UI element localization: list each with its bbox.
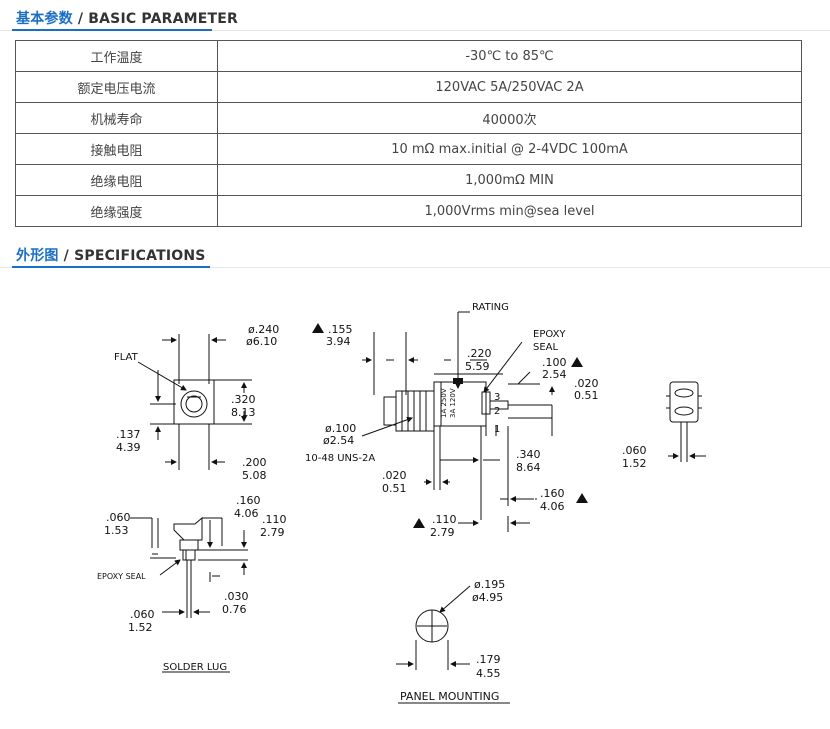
specifications-title-en: SPECIFICATIONS — [74, 248, 206, 264]
side-terminal-in: .160 — [540, 487, 565, 500]
side-base-in: .020 — [382, 469, 407, 482]
section-divider — [0, 30, 830, 31]
param-label: 工作温度 — [15, 40, 218, 72]
case-marking-1: 1A 250V — [440, 388, 448, 418]
revision-triangle-icon — [413, 518, 425, 528]
param-label: 机械寿命 — [15, 102, 218, 134]
front-dia-mm: ø6.10 — [246, 335, 277, 348]
side-length-in: .220 — [467, 347, 492, 360]
front-side-in: .137 — [116, 428, 141, 441]
side-bushing-mm: 3.94 — [326, 335, 351, 348]
front-height-mm: 8.13 — [231, 406, 256, 419]
side-lug-in: .100 — [542, 356, 567, 369]
side-pin-in: .020 — [574, 377, 599, 390]
panel-width-mm: 4.55 — [476, 667, 501, 680]
solder-lug-view — [130, 516, 248, 673]
side-epoxy-1: EPOXY — [533, 329, 566, 340]
specifications-title-cn: 外形图 — [16, 248, 59, 264]
front-width-in: .200 — [242, 456, 267, 469]
section-accent-bar — [12, 266, 210, 268]
param-value: 120VAC 5A/250VAC 2A — [217, 71, 802, 103]
lug-b-in: .160 — [236, 494, 261, 507]
side-shaft-mm: ø2.54 — [323, 434, 354, 447]
terminal-number-3: 3 — [494, 392, 500, 403]
side-rating: RATING — [472, 302, 509, 313]
side-bottom-mm: 2.79 — [430, 526, 455, 539]
lug-d-mm: 0.76 — [222, 603, 247, 616]
end-width-in: .060 — [622, 444, 647, 457]
param-value: 40000次 — [217, 102, 802, 134]
table-row: 机械寿命 40000次 — [15, 102, 802, 134]
lug-epoxy-seal: EPOXY SEAL — [97, 572, 146, 581]
front-flat: FLAT — [114, 352, 139, 363]
param-label: 接触电阻 — [15, 133, 218, 165]
lug-e-mm: 1.52 — [128, 621, 153, 634]
side-epoxy-2: SEAL — [533, 342, 559, 353]
side-lug-mm: 2.54 — [542, 368, 567, 381]
specifications-title: 外形图 / SPECIFICATIONS — [16, 245, 206, 265]
title-separator: / — [72, 11, 89, 27]
side-bushing-in: .155 — [328, 323, 353, 336]
panel-dia-mm: ø4.95 — [472, 591, 503, 604]
panel-dia-in: ø.195 — [474, 578, 505, 591]
side-terminal-mm: 4.06 — [540, 500, 565, 513]
param-value: 10 mΩ max.initial @ 2-4VDC 100mA — [217, 133, 802, 165]
revision-triangle-icon — [576, 493, 588, 503]
side-body-in: .340 — [516, 448, 541, 461]
param-label: 额定电压电流 — [15, 71, 218, 103]
revision-triangle-icon — [571, 357, 583, 367]
front-width-mm: 5.08 — [242, 469, 267, 482]
revision-triangle-icon — [312, 323, 324, 333]
param-label: 绝缘强度 — [15, 195, 218, 227]
lug-b-mm: 4.06 — [234, 507, 259, 520]
front-view — [137, 334, 252, 470]
front-side-mm: 4.39 — [116, 441, 141, 454]
side-thread: 10-48 UNS-2A — [305, 453, 375, 464]
panel-mounting-view — [396, 585, 510, 704]
specification-drawing: ø.240 ø6.10 FLAT .320 8.13 .137 4.39 .20… — [97, 302, 706, 704]
side-length-mm: 5.59 — [465, 360, 490, 373]
lug-e-in: .060 — [130, 608, 155, 621]
table-row: 工作温度 -30℃ to 85℃ — [15, 40, 802, 72]
terminal-number-2: 2 — [494, 406, 500, 417]
table-row: 接触电阻 10 mΩ max.initial @ 2-4VDC 100mA — [15, 133, 802, 165]
basic-parameter-title-cn: 基本参数 — [16, 11, 73, 27]
case-marking-2: 3A 120V — [449, 388, 457, 418]
param-label: 绝缘电阻 — [15, 164, 218, 196]
lug-c-in: .110 — [262, 513, 287, 526]
side-pin-mm: 0.51 — [574, 389, 599, 402]
table-row: 绝缘强度 1,000Vrms min@sea level — [15, 195, 802, 227]
panel-width-in: .179 — [476, 653, 501, 666]
terminal-number-1: 1 — [494, 424, 500, 435]
side-view — [361, 311, 555, 532]
param-value: 1,000mΩ MIN — [217, 164, 802, 196]
table-row: 额定电压电流 120VAC 5A/250VAC 2A — [15, 71, 802, 103]
side-bottom-in: .110 — [432, 513, 457, 526]
param-value: -30℃ to 85℃ — [217, 40, 802, 72]
title-separator: / — [58, 248, 75, 264]
panel-mounting-caption: PANEL MOUNTING — [400, 690, 499, 703]
section-accent-bar — [12, 29, 212, 31]
table-row: 绝缘电阻 1,000mΩ MIN — [15, 164, 802, 196]
lug-a-in: .060 — [106, 511, 131, 524]
lug-c-mm: 2.79 — [260, 526, 285, 539]
front-height-in: .320 — [231, 393, 256, 406]
parameter-table: 工作温度 -30℃ to 85℃ 额定电压电流 120VAC 5A/250VAC… — [15, 40, 802, 227]
end-view — [666, 381, 706, 462]
lug-d-in: .030 — [224, 590, 249, 603]
side-base-mm: 0.51 — [382, 482, 407, 495]
side-shaft-in: ø.100 — [325, 422, 356, 435]
basic-parameter-title: 基本参数 / BASIC PARAMETER — [16, 8, 238, 28]
end-width-mm: 1.52 — [622, 457, 647, 470]
section-divider — [0, 267, 830, 268]
param-value: 1,000Vrms min@sea level — [217, 195, 802, 227]
side-body-mm: 8.64 — [516, 461, 541, 474]
front-dia-in: ø.240 — [248, 323, 279, 336]
solder-lug-caption: SOLDER LUG — [163, 662, 227, 673]
lug-a-mm: 1.53 — [104, 524, 129, 537]
basic-parameter-title-en: BASIC PARAMETER — [88, 11, 239, 27]
